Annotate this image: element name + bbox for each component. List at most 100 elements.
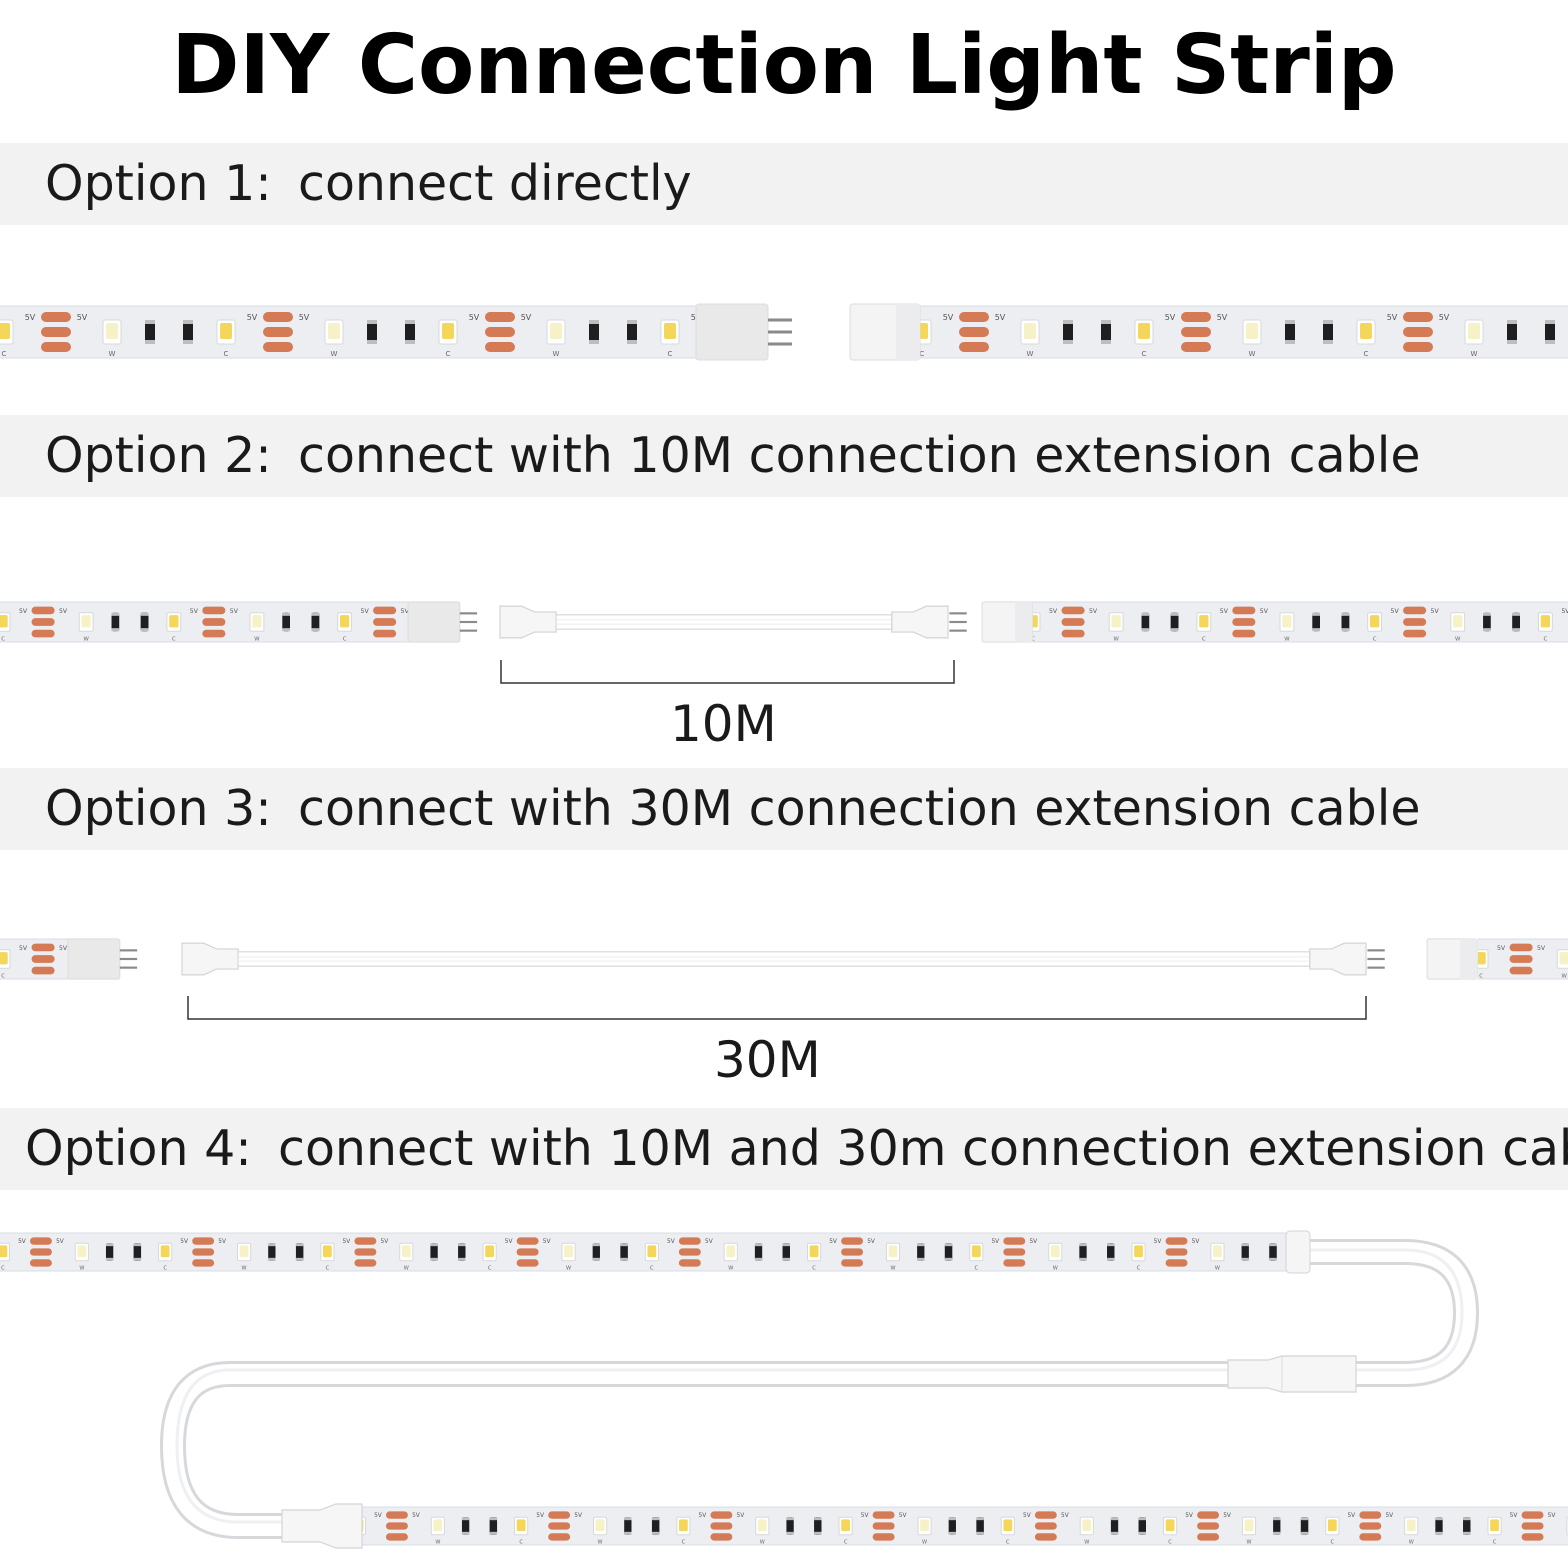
svg-text:5V: 5V — [1497, 945, 1506, 952]
svg-text:C: C — [1031, 636, 1035, 642]
svg-text:5V: 5V — [412, 1513, 420, 1519]
svg-text:W: W — [83, 636, 89, 642]
option-4-text: connect with 10M and 30m connection exte… — [278, 1120, 1568, 1177]
svg-text:5V: 5V — [299, 313, 310, 322]
bracket-10m — [500, 660, 955, 684]
svg-text:W: W — [553, 350, 560, 358]
svg-text:5V: 5V — [867, 1239, 875, 1245]
svg-text:5V: 5V — [230, 608, 239, 615]
svg-text:C: C — [1202, 636, 1206, 642]
svg-text:C: C — [224, 350, 229, 358]
bracket-30m — [187, 996, 1367, 1020]
svg-text:5V: 5V — [1439, 313, 1450, 322]
svg-text:5V: 5V — [1510, 1513, 1518, 1519]
svg-text:5V: 5V — [1192, 1239, 1200, 1245]
svg-text:5V: 5V — [190, 608, 199, 615]
svg-text:W: W — [1249, 350, 1256, 358]
option-4-connectors — [281, 1230, 1357, 1549]
svg-text:C: C — [488, 1266, 492, 1272]
svg-text:5V: 5V — [180, 1239, 188, 1245]
svg-text:5V: 5V — [521, 313, 532, 322]
svg-text:5V: 5V — [19, 945, 28, 952]
svg-text:5V: 5V — [1387, 313, 1398, 322]
svg-text:5V: 5V — [1220, 608, 1229, 615]
svg-text:5V: 5V — [1223, 1513, 1231, 1519]
svg-text:5V: 5V — [1385, 1513, 1393, 1519]
svg-text:5V: 5V — [374, 1513, 382, 1519]
svg-text:5V: 5V — [56, 1239, 64, 1245]
svg-text:W: W — [890, 1266, 895, 1272]
svg-text:C: C — [172, 973, 176, 979]
length-label-10m: 10M — [670, 695, 777, 753]
svg-text:5V: 5V — [59, 945, 68, 952]
option-2-cable-10m — [499, 605, 967, 639]
svg-text:C: C — [650, 1266, 654, 1272]
svg-text:5V: 5V — [77, 313, 88, 322]
svg-text:W: W — [566, 1266, 571, 1272]
svg-text:5V: 5V — [1548, 1513, 1556, 1519]
option-3-label: Option 3: — [45, 780, 272, 837]
svg-text:C: C — [1168, 1540, 1172, 1546]
svg-text:W: W — [728, 1266, 733, 1272]
option-1-plug — [695, 303, 792, 361]
svg-text:C: C — [844, 1540, 848, 1546]
svg-text:W: W — [435, 1540, 440, 1546]
svg-text:5V: 5V — [991, 1239, 999, 1245]
svg-text:C: C — [1142, 350, 1147, 358]
svg-text:C: C — [1493, 1540, 1497, 1546]
svg-text:W: W — [1284, 636, 1290, 642]
svg-text:C: C — [1006, 1540, 1010, 1546]
svg-text:W: W — [1027, 350, 1034, 358]
svg-text:5V: 5V — [1154, 1239, 1162, 1245]
svg-text:5V: 5V — [1537, 945, 1546, 952]
svg-text:5V: 5V — [1516, 1239, 1524, 1245]
svg-text:5V: 5V — [18, 1239, 26, 1245]
svg-text:5V: 5V — [1089, 608, 1098, 615]
svg-text:W: W — [331, 350, 338, 358]
svg-text:5V: 5V — [1061, 1513, 1069, 1519]
svg-text:5V: 5V — [705, 1239, 713, 1245]
svg-text:5V: 5V — [19, 608, 28, 615]
svg-text:5V: 5V — [1023, 1513, 1031, 1519]
svg-text:5V: 5V — [247, 313, 258, 322]
svg-text:5V: 5V — [829, 1239, 837, 1245]
svg-text:W: W — [1455, 636, 1461, 642]
option-3-plug — [67, 938, 138, 980]
option-4-strip-bottom: C5V5VWC5V5VWC5V5VWC5V5VWC5V5VWC5V5VWC5V5… — [356, 1506, 1568, 1546]
svg-text:5V: 5V — [1431, 608, 1440, 615]
option-1-label: Option 1: — [45, 155, 272, 212]
svg-text:5V: 5V — [401, 608, 410, 615]
svg-text:5V: 5V — [361, 608, 370, 615]
curved-cable-option-4 — [159, 1239, 1480, 1539]
svg-text:W: W — [1409, 1540, 1414, 1546]
svg-text:C: C — [812, 1266, 816, 1272]
svg-text:C: C — [519, 1540, 523, 1546]
svg-text:5V: 5V — [218, 1239, 226, 1245]
option-2-band: Option 2: connect with 10M connection ex… — [0, 415, 1568, 497]
svg-text:C: C — [1331, 1540, 1335, 1546]
svg-text:5V: 5V — [995, 313, 1006, 322]
option-2-text: connect with 10M connection extension ca… — [298, 427, 1421, 484]
svg-text:5V: 5V — [1478, 1239, 1486, 1245]
svg-text:C: C — [2, 350, 7, 358]
option-2-label: Option 2: — [45, 427, 272, 484]
svg-text:W: W — [109, 350, 116, 358]
svg-text:5V: 5V — [543, 1239, 551, 1245]
svg-text:5V: 5V — [1217, 313, 1228, 322]
svg-text:C: C — [1373, 636, 1377, 642]
svg-text:C: C — [163, 1266, 167, 1272]
option-2-plug — [407, 601, 478, 643]
option-3-cable-30m — [181, 942, 1385, 976]
svg-text:W: W — [79, 1266, 84, 1272]
svg-text:5V: 5V — [574, 1513, 582, 1519]
svg-text:W: W — [775, 350, 782, 358]
svg-text:5V: 5V — [1391, 608, 1400, 615]
svg-text:5V: 5V — [699, 1513, 707, 1519]
svg-text:W: W — [596, 636, 602, 642]
svg-text:W: W — [1539, 1266, 1544, 1272]
svg-text:W: W — [242, 1266, 247, 1272]
